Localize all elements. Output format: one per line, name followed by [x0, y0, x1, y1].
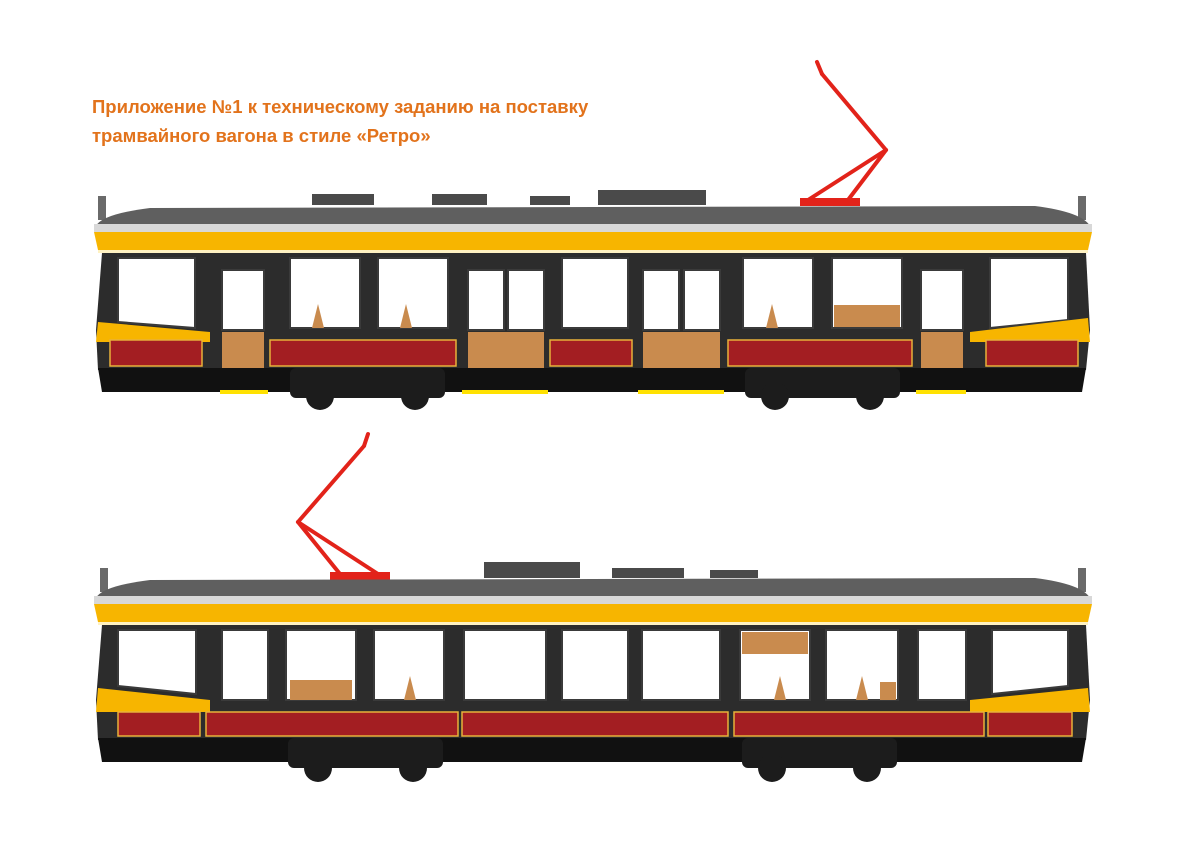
pantograph — [296, 432, 390, 580]
pantograph — [800, 60, 888, 206]
bogies — [288, 738, 897, 782]
windows — [117, 257, 1069, 331]
roof-edge — [94, 224, 1092, 232]
yellow-stripe — [94, 232, 1092, 250]
red-belt — [109, 339, 1079, 367]
end-horns — [100, 568, 1086, 592]
windows — [117, 629, 1069, 701]
title-line-2: трамвайного вагона в стиле «Ретро» — [92, 125, 431, 146]
interior-details — [222, 304, 963, 368]
roof-edge — [94, 596, 1092, 604]
end-horns — [98, 196, 1086, 220]
roof-equipment — [484, 562, 758, 578]
roof — [96, 206, 1090, 226]
roof-equipment — [312, 190, 706, 205]
skirt — [98, 738, 1086, 762]
bogies — [290, 368, 900, 410]
title-line-1: Приложение №1 к техническому заданию на … — [92, 96, 589, 117]
document-title: Приложение №1 к техническому заданию на … — [92, 92, 588, 150]
front-yellow-curve — [96, 688, 1090, 712]
interior-details — [290, 632, 896, 700]
tram-side-view-1 — [94, 60, 1092, 410]
steps — [220, 390, 966, 394]
yellow-stripe — [94, 604, 1092, 622]
red-belt — [117, 711, 1073, 737]
tram-side-view-2 — [94, 432, 1092, 782]
cream-line — [98, 622, 1088, 625]
roof — [96, 578, 1090, 598]
cream-line — [98, 250, 1088, 253]
skirt — [98, 368, 1086, 392]
